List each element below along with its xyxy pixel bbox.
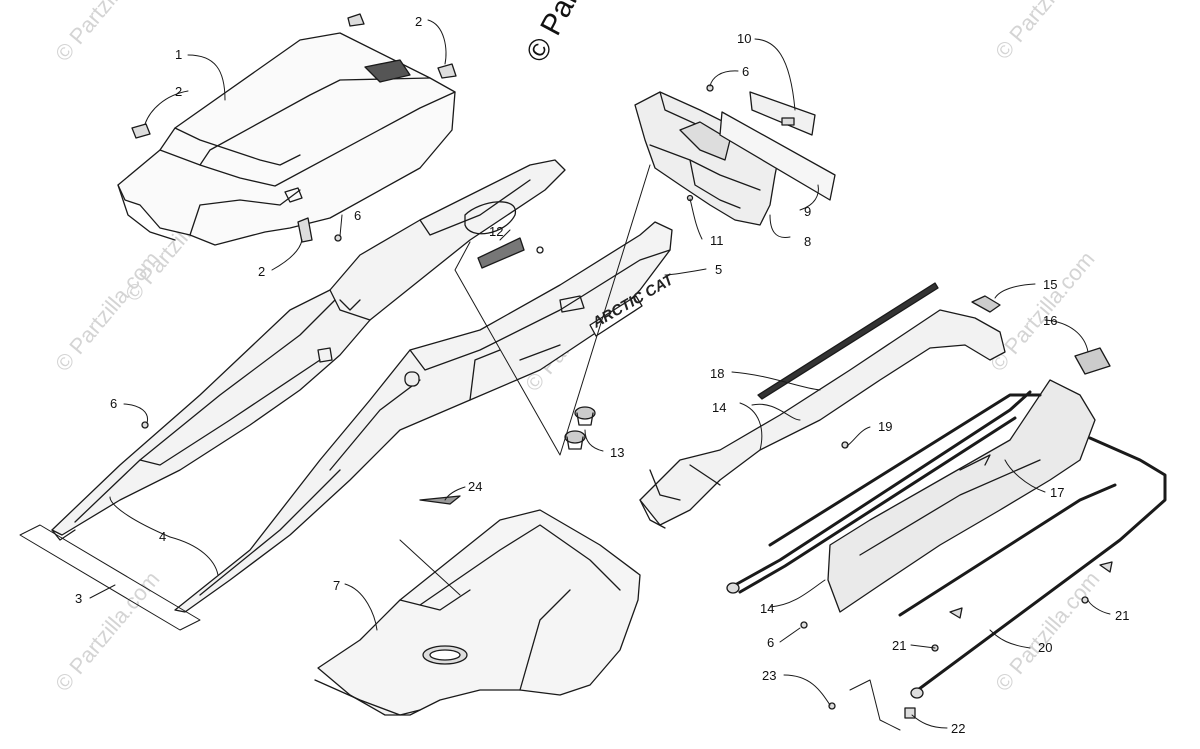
callout-14: 14 xyxy=(760,601,775,616)
callout-8: 8 xyxy=(804,234,812,249)
decal-part xyxy=(419,495,461,505)
bumper-part xyxy=(639,295,1111,529)
callout-9: 9 xyxy=(804,204,812,219)
callout-3: 3 xyxy=(75,591,83,606)
callout-6: 6 xyxy=(742,64,750,79)
callout-2: 2 xyxy=(415,14,423,29)
leader-lines xyxy=(89,19,1111,731)
cap-part xyxy=(564,406,596,450)
callout-6: 6 xyxy=(110,396,118,411)
callout-1: 1 xyxy=(175,47,183,62)
callout-16: 16 xyxy=(1043,313,1058,328)
callout-13: 13 xyxy=(610,445,625,460)
callout-20: 20 xyxy=(1038,640,1053,655)
strip-part xyxy=(757,282,939,400)
storage-tub-part xyxy=(314,509,641,716)
rear-bracket-part xyxy=(634,91,781,226)
callout-7: 7 xyxy=(333,578,341,593)
callout-22: 22 xyxy=(951,721,966,736)
bracket-outline xyxy=(19,524,201,631)
callout-12: 12 xyxy=(489,224,504,239)
callout-14: 14 xyxy=(712,400,727,415)
side-panel-part: ARCTIC CAT xyxy=(174,221,678,613)
callout-4: 4 xyxy=(159,529,167,544)
callout-2: 2 xyxy=(258,264,266,279)
callout-17: 17 xyxy=(1050,485,1065,500)
clip-part xyxy=(131,13,457,243)
callout-2: 2 xyxy=(175,84,183,99)
callout-21: 21 xyxy=(892,638,907,653)
rear-plate-part xyxy=(719,91,836,201)
callout-10: 10 xyxy=(737,31,752,46)
callout-11: 11 xyxy=(710,233,724,248)
callout-5: 5 xyxy=(715,262,723,277)
hood-cowl-part xyxy=(117,32,456,246)
callout-19: 19 xyxy=(878,419,893,434)
side-panel-part xyxy=(51,159,566,541)
handle-bar-part xyxy=(726,390,1167,699)
callout-21: 21 xyxy=(1115,608,1130,623)
grille-part xyxy=(477,237,544,269)
callout-23: 23 xyxy=(762,668,777,683)
callout-24: 24 xyxy=(468,479,483,494)
callout-15: 15 xyxy=(1043,277,1058,292)
callout-6: 6 xyxy=(767,635,775,650)
callout-6: 6 xyxy=(354,208,362,223)
callout-18: 18 xyxy=(710,366,725,381)
